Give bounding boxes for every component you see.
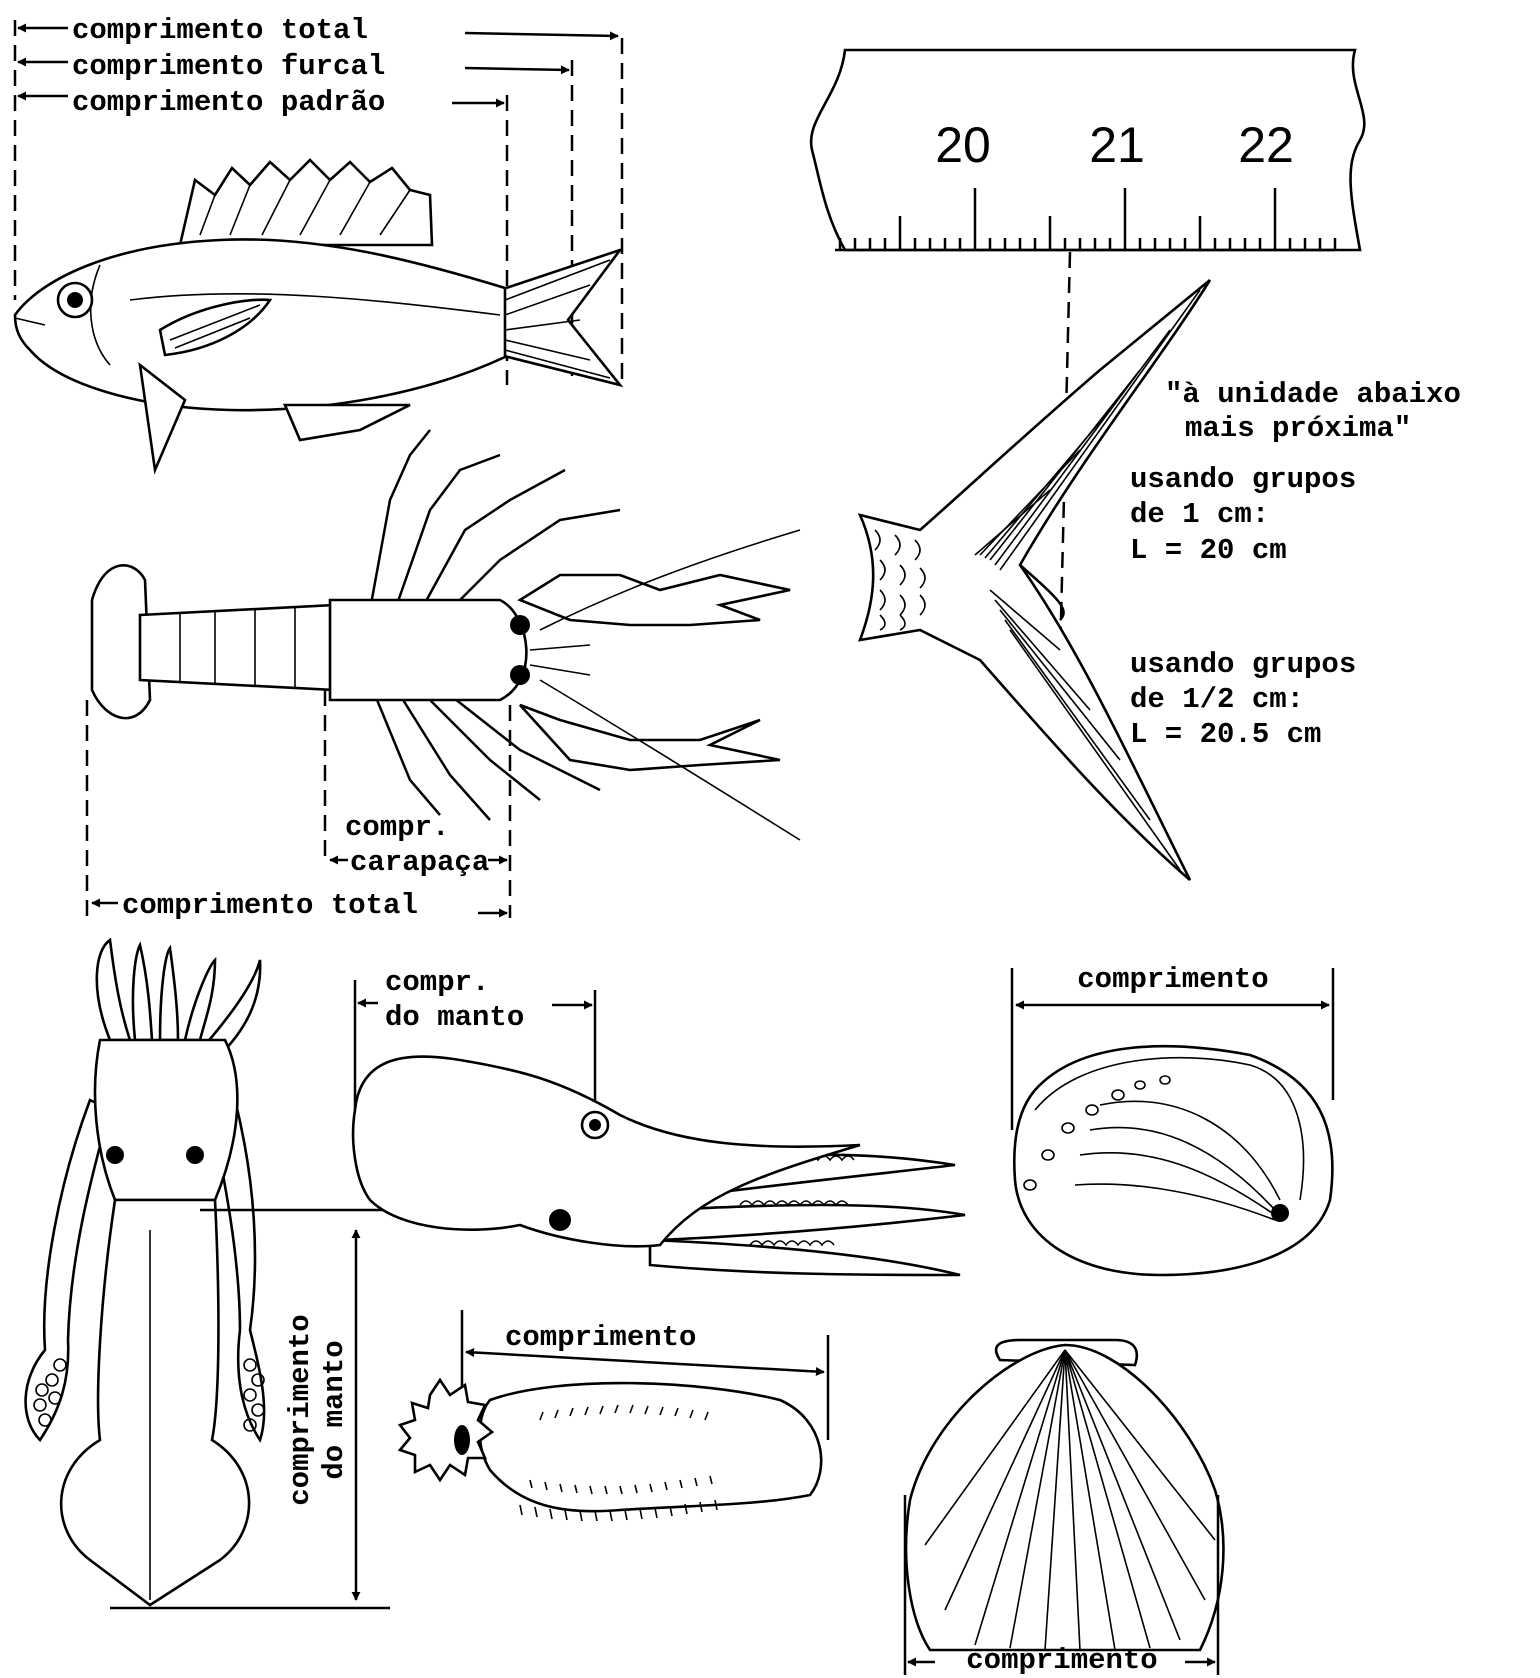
lobster-total-length-label: comprimento total: [122, 889, 418, 922]
ruler-label-22: 22: [1238, 117, 1294, 173]
group1-line2: de 1 cm:: [1130, 498, 1269, 531]
ruler-label-20: 20: [935, 117, 991, 173]
ruler-illustration: 20 21 22: [811, 50, 1364, 250]
rounding-rule-line2: mais próxima": [1185, 412, 1411, 445]
group1-line3: L = 20 cm: [1130, 534, 1287, 567]
octopus-mantle-length-line2: do manto: [385, 1001, 524, 1034]
ruler-label-21: 21: [1089, 117, 1145, 173]
group2-line2: de 1/2 cm:: [1130, 683, 1304, 716]
squid-illustration: [26, 940, 390, 1608]
scallop-illustration: [905, 1340, 1223, 1675]
group2-line1: usando grupos: [1130, 648, 1356, 681]
fish-illustration: comprimento total comprimento furcal com…: [15, 14, 622, 470]
lobster-eye-icon: [510, 615, 530, 635]
squid-eye-icon: [186, 1146, 204, 1164]
squid-mantle-length-line1: comprimento: [284, 1314, 317, 1505]
carapace-length-line2: carapaça: [350, 846, 489, 879]
scallop-length-label: comprimento: [966, 1644, 1157, 1677]
fish-total-length-label: comprimento total: [72, 14, 368, 47]
sea-cucumber-mouth-icon: [454, 1425, 470, 1455]
squid-mantle-length-line2: do manto: [318, 1340, 351, 1479]
sea-cucumber-length-label: comprimento: [505, 1321, 696, 1354]
fish-standard-length-label: comprimento padrão: [72, 86, 385, 119]
group2-line3: L = 20.5 cm: [1130, 718, 1321, 751]
abalone-length-label: comprimento: [1077, 963, 1268, 996]
fish-fork-length-label: comprimento furcal: [72, 50, 385, 83]
lobster-illustration: [87, 430, 800, 918]
fish-tail-illustration: [860, 280, 1210, 880]
octopus-mantle-length-line1: compr.: [385, 966, 489, 999]
carapace-length-line1: compr.: [345, 811, 449, 844]
fish-eye-icon: [67, 292, 83, 308]
abalone-illustration: [1012, 968, 1333, 1275]
rounding-rule-line1: "à unidade abaixo: [1165, 378, 1461, 411]
octopus-eye-icon: [589, 1119, 601, 1131]
group1-line1: usando grupos: [1130, 463, 1356, 496]
